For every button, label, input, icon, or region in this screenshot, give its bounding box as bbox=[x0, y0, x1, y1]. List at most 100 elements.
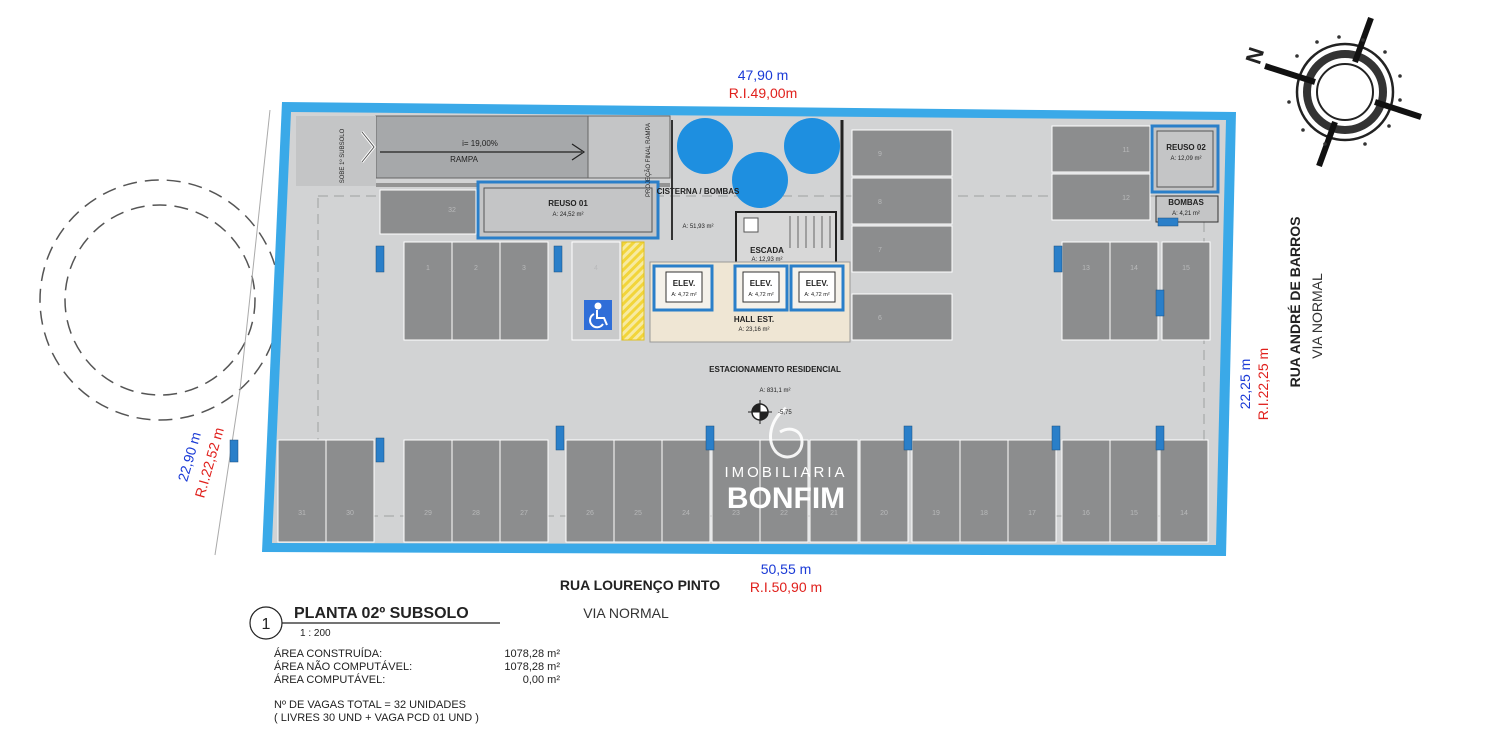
parking-right-upper bbox=[1061, 241, 1211, 341]
parking-slot bbox=[277, 439, 327, 543]
dim-bottom-ri: R.I.50,90 m bbox=[750, 579, 822, 595]
room-reuso-01 bbox=[476, 180, 660, 240]
watermark-line1: IMOBILIARIA bbox=[724, 464, 847, 481]
level-marker-value: -5,75 bbox=[778, 410, 792, 416]
reuso02-name: REUSO 02 bbox=[1166, 143, 1206, 152]
elev1-area: A: 4,72 m² bbox=[671, 292, 697, 298]
legend-row-value: 0,00 m² bbox=[522, 674, 560, 686]
room-reuso-02 bbox=[1150, 124, 1220, 194]
compass-rose bbox=[1264, 16, 1422, 168]
bombas-name: BOMBAS bbox=[1168, 198, 1204, 207]
parking-slot-number: 1 bbox=[426, 265, 430, 272]
street-right-via: VIA NORMAL bbox=[1309, 273, 1325, 359]
bombas-area: A: 4,21 m² bbox=[1172, 211, 1200, 217]
dim-right-measured: 22,25 m bbox=[1237, 359, 1253, 410]
parking-slot-number: 18 bbox=[980, 510, 988, 517]
parking-slot bbox=[499, 439, 549, 543]
stair-area bbox=[735, 211, 837, 265]
legend-row-nao-computavel: ÁREA NÃO COMPUTÁVEL: 1078,28 m² bbox=[274, 661, 574, 674]
parking-slot bbox=[809, 439, 859, 543]
parking-slot-number: 26 bbox=[586, 510, 594, 517]
legend-row-label: ÁREA COMPUTÁVEL: bbox=[274, 674, 386, 686]
parking-slot-number: 11 bbox=[1122, 147, 1129, 154]
parking-slot-number: 30 bbox=[346, 510, 354, 517]
parking-slot-number: 14 bbox=[1130, 265, 1138, 272]
escada-name: ESCADA bbox=[750, 246, 784, 255]
parking-slot bbox=[1061, 439, 1111, 543]
parking-slot bbox=[1159, 439, 1209, 543]
parking-slot-number: 15 bbox=[1182, 265, 1190, 272]
reuso01-name: REUSO 01 bbox=[548, 199, 588, 208]
legend-row-construida: ÁREA CONSTRUÍDA: 1078,28 m² bbox=[274, 648, 574, 661]
ramp-label: RAMPA bbox=[450, 155, 479, 164]
parking-slot-number: 22 bbox=[780, 510, 788, 517]
hall-area-text: A: 23,16 m² bbox=[738, 327, 769, 333]
legend-row-value: 1078,28 m² bbox=[504, 648, 560, 660]
elev2-area: A: 4,72 m² bbox=[748, 292, 774, 298]
parking-row-upper-left bbox=[403, 241, 549, 341]
parking-slot-number: 32 bbox=[448, 207, 456, 214]
dim-bottom-measured: 50,55 m bbox=[761, 561, 812, 577]
parking-slot-number: 9 bbox=[878, 151, 882, 158]
elev3-name: ELEV. bbox=[806, 279, 828, 288]
parking-slot-number: 31 bbox=[298, 510, 306, 517]
parking-slot-number: 28 bbox=[472, 510, 480, 517]
elev2-name: ELEV. bbox=[750, 279, 772, 288]
dim-top-measured: 47,90 m bbox=[738, 67, 789, 83]
parking-slot bbox=[325, 439, 375, 543]
compass-north-label: N bbox=[1241, 44, 1270, 67]
parking-slot-number: 12 bbox=[1122, 195, 1130, 202]
ramp-projecao: PROJEÇÃO FINAL RAMPA bbox=[645, 123, 652, 197]
reuso01-area: A: 24,52 m² bbox=[552, 212, 583, 218]
parking-slot bbox=[859, 439, 909, 543]
roundabout-outline bbox=[39, 179, 281, 421]
parking-row-bottom bbox=[277, 439, 1209, 543]
parking-slot-number: 27 bbox=[520, 510, 528, 517]
cisterna-name: CISTERNA / BOMBAS bbox=[657, 187, 740, 196]
parking-slot bbox=[565, 439, 615, 543]
parking-slot-number: 20 bbox=[880, 510, 888, 517]
reuso02-area: A: 12,09 m² bbox=[1170, 156, 1201, 162]
ramp-area bbox=[296, 115, 671, 187]
dim-right-ri: R.I.22,25 m bbox=[1255, 348, 1271, 420]
cisterna-area bbox=[671, 118, 844, 240]
parking-slot-number: 24 bbox=[682, 510, 690, 517]
parking-slot-number: 15 bbox=[1130, 510, 1138, 517]
legend-row-computavel: ÁREA COMPUTÁVEL: 0,00 m² bbox=[274, 674, 574, 687]
elev1-name: ELEV. bbox=[673, 279, 695, 288]
legend-scale: 1 : 200 bbox=[300, 628, 331, 639]
ramp-sobe: SOBE 1º SUBSOLO bbox=[339, 128, 346, 183]
parking-slot bbox=[403, 439, 453, 543]
room-bombas bbox=[1155, 195, 1219, 223]
parking-slot bbox=[959, 439, 1009, 543]
parking-slot bbox=[613, 439, 663, 543]
street-bottom-name: RUA LOURENÇO PINTO bbox=[560, 577, 720, 593]
parking-slot-number: 21 bbox=[830, 510, 838, 517]
escada-area: A: 12,93 m² bbox=[751, 257, 782, 263]
parking-slot-number: 17 bbox=[1028, 510, 1036, 517]
structural-columns bbox=[229, 217, 1179, 463]
parking-slot bbox=[1007, 439, 1057, 543]
cisterna-area: A: 51,93 m² bbox=[682, 224, 713, 230]
parking-slot-number: 19 bbox=[932, 510, 940, 517]
parking-slot-number: 25 bbox=[634, 510, 642, 517]
ramp-slope: i= 19,00% bbox=[462, 139, 498, 148]
hall-name: HALL EST. bbox=[734, 315, 774, 324]
watermark-logo bbox=[769, 406, 804, 459]
parking-slot-number: 2 bbox=[474, 265, 478, 272]
parking-slot bbox=[661, 439, 711, 543]
level-marker bbox=[748, 400, 772, 424]
parking-slot-number: 6 bbox=[878, 315, 882, 322]
parking-slot-number: 4 bbox=[594, 265, 598, 272]
estacionamento-name: ESTACIONAMENTO RESIDENCIAL bbox=[709, 365, 841, 374]
legend-title: PLANTA 02º SUBSOLO bbox=[294, 605, 469, 622]
parking-slot-number: 14 bbox=[1180, 510, 1188, 517]
parking-right-top bbox=[1051, 125, 1151, 221]
dim-top-ri: R.I.49,00m bbox=[729, 85, 797, 101]
estacionamento-area: A: 831,1 m² bbox=[759, 388, 790, 394]
legend-row-value: 1078,28 m² bbox=[504, 661, 560, 673]
parking-slot bbox=[911, 439, 961, 543]
